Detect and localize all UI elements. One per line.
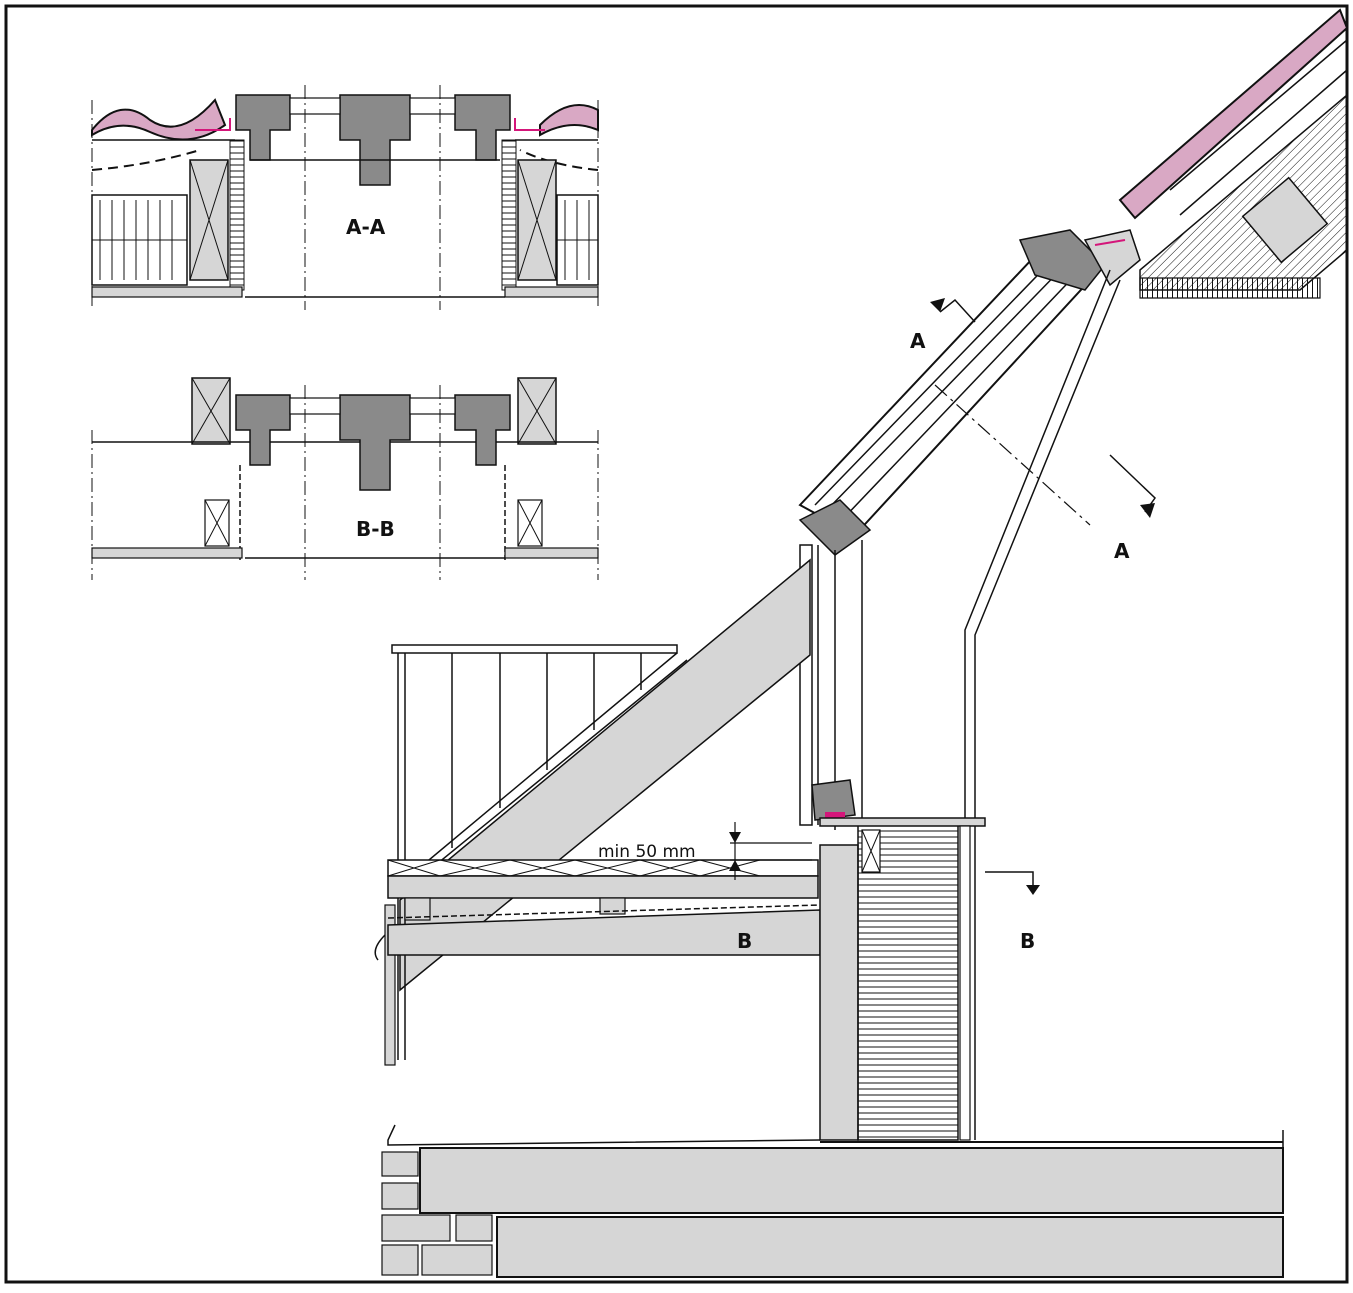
roof-batten-zone (1139, 93, 1348, 291)
label-b-right: B (1020, 929, 1035, 953)
roof-window (798, 229, 1141, 556)
roof-tile-right (539, 104, 599, 137)
section-aa-detail: A-A (91, 85, 599, 310)
section-bb-title: B-B (356, 517, 395, 541)
section-aa-title: A-A (346, 215, 386, 239)
main-section: min 50 mm A A B B (374, 8, 1349, 1278)
floor-construction (374, 817, 986, 1141)
window-profile-center (339, 94, 411, 186)
stair-railing (384, 644, 688, 1066)
section-bb-detail: B-B (91, 377, 599, 580)
drawing-border (4, 4, 1349, 1284)
roof-tiles (1118, 8, 1349, 220)
label-a-upper: A (910, 329, 926, 353)
label-b-left: B (737, 929, 752, 953)
roof-tile-left (91, 98, 227, 141)
dimension-min-50mm: min 50 mm (598, 822, 812, 880)
masonry-base (381, 1124, 1284, 1278)
label-a-lower: A (1114, 539, 1130, 563)
dimension-label: min 50 mm (598, 842, 696, 862)
